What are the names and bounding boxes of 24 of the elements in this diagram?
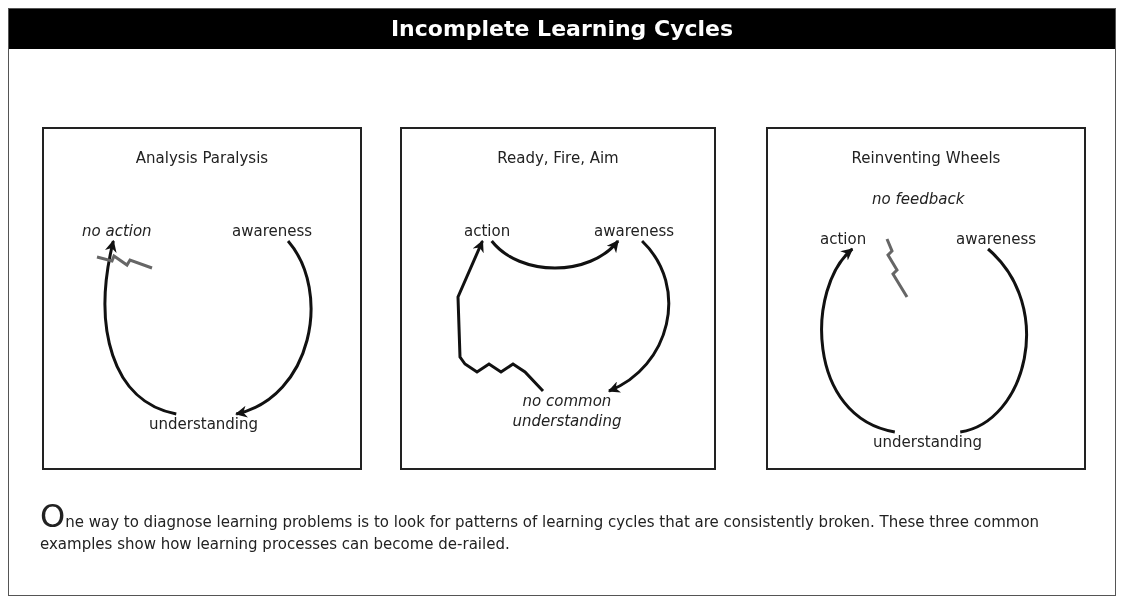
cycle-label: understanding: [149, 414, 259, 434]
cycle-label: awareness: [956, 229, 1037, 249]
cycle-label: awareness: [232, 221, 313, 241]
panel: [400, 127, 716, 470]
cycle-label: awareness: [594, 221, 675, 241]
cycle-label: no action: [82, 221, 152, 241]
arrow: [235, 240, 313, 417]
arrow: [820, 247, 896, 434]
cycle-label: action: [820, 229, 867, 249]
panel: [766, 127, 1086, 470]
panel-heading: Analysis Paralysis: [135, 149, 269, 167]
cycle-label: understanding: [873, 432, 983, 452]
arrow: [103, 239, 177, 416]
cycle-label: action: [464, 221, 511, 241]
caption-text: One way to diagnose learning problems is to look for patterns of learning cycles that are consistently broken. These three common examples show how learning processes can become de-railed.: [40, 505, 1041, 555]
arrow: [456, 239, 545, 393]
panel-heading: Ready, Fire, Aim: [497, 149, 619, 167]
cycle-label: no common understanding: [507, 391, 627, 431]
arrow: [490, 239, 620, 270]
panel-heading: Reinventing Wheels: [851, 149, 1001, 167]
cycle-label: no feedback: [872, 189, 965, 209]
arrow: [607, 240, 671, 393]
panel: [42, 127, 362, 470]
title-banner: Incomplete Learning Cycles: [9, 9, 1115, 49]
